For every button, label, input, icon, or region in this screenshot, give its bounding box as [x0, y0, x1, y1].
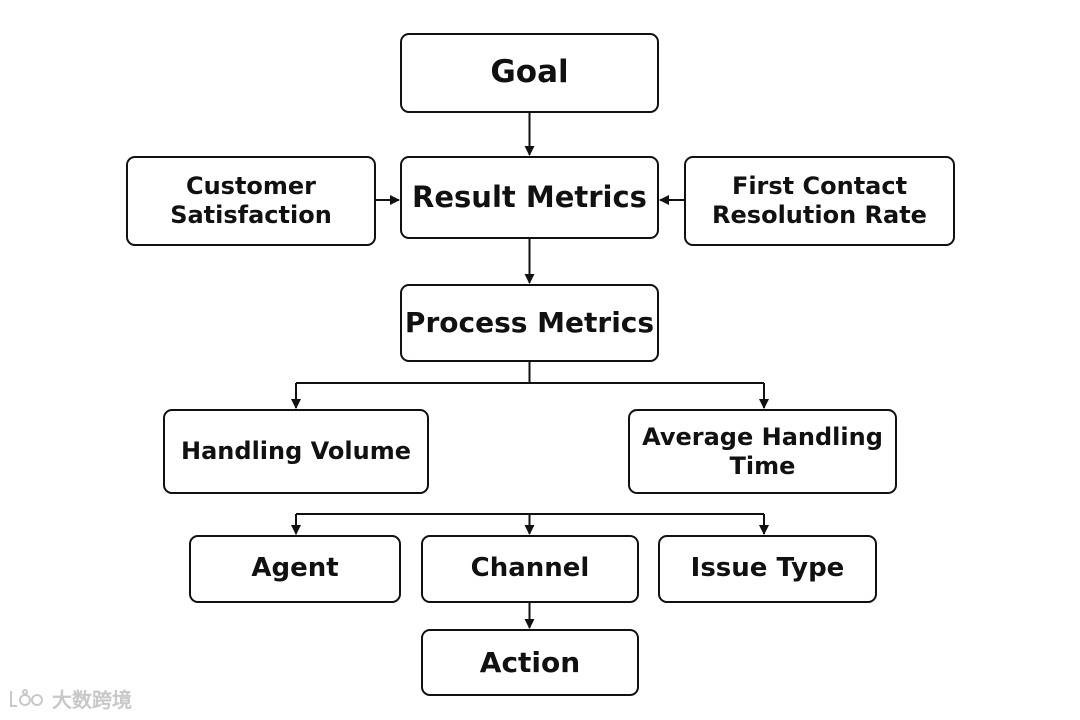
result-metrics-node: Result Metrics — [400, 156, 659, 239]
handling-volume-node: Handling Volume — [163, 409, 429, 494]
agent-label: Agent — [251, 553, 339, 584]
average-handling-time-label: Average Handling Time — [642, 422, 883, 480]
issue-type-label: Issue Type — [690, 553, 845, 584]
average-handling-time-node: Average Handling Time — [628, 409, 897, 494]
customer-satisfaction-label: Customer Satisfaction — [170, 172, 332, 229]
watermark: 大数跨境 — [8, 684, 132, 713]
action-label: Action — [479, 645, 581, 679]
channel-label: Channel — [470, 553, 590, 584]
watermark-text: 大数跨境 — [52, 688, 132, 712]
agent-node: Agent — [189, 535, 401, 603]
watermark-logo-icon — [10, 688, 43, 707]
first-contact-resolution-node: First Contact Resolution Rate — [684, 156, 955, 246]
handling-volume-label: Handling Volume — [181, 437, 411, 466]
process-metrics-label: Process Metrics — [404, 306, 655, 340]
first-contact-resolution-label: First Contact Resolution Rate — [712, 172, 927, 229]
process-metrics-node: Process Metrics — [400, 284, 659, 362]
goal-node: Goal — [400, 33, 659, 113]
customer-satisfaction-node: Customer Satisfaction — [126, 156, 376, 246]
issue-type-node: Issue Type — [658, 535, 877, 603]
goal-label: Goal — [490, 54, 569, 91]
result-metrics-label: Result Metrics — [412, 180, 647, 215]
action-node: Action — [421, 629, 639, 696]
channel-node: Channel — [421, 535, 639, 603]
